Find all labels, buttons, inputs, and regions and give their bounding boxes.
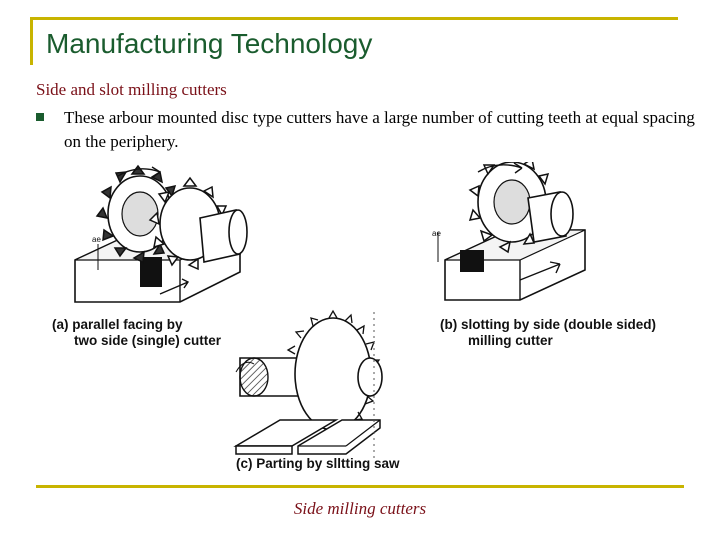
bullet-square-icon (36, 113, 44, 121)
figure-caption: Side milling cutters (293, 499, 427, 518)
title-frame-left-rule (30, 17, 33, 65)
caption-b-line-1: (b) slotting by side (double sided) (440, 317, 656, 332)
milling-cutters-figure: ae (a) parallel facing by two side (sing… (52, 162, 656, 471)
illustration-b-slotting: ae (432, 162, 586, 301)
bullet-text: These arbour mounted disc type cutters h… (64, 108, 695, 151)
section-subheading: Side and slot milling cutters (36, 80, 227, 99)
caption-b-line-2: milling cutter (468, 333, 554, 348)
caption-a-line-2: two side (single) cutter (74, 333, 222, 348)
caption-a-line-1: (a) parallel facing by (52, 317, 183, 332)
slide-title: Manufacturing Technology (46, 28, 373, 59)
svg-text:ae: ae (92, 235, 101, 244)
caption-c: (c) Parting by slltting saw (236, 456, 400, 471)
footer-rule (36, 485, 684, 488)
title-frame-top-rule (30, 17, 678, 20)
illustration-a-parallel-facing: ae (74, 164, 248, 303)
illustration-c-parting-saw (233, 309, 383, 462)
svg-text:ae: ae (432, 229, 441, 238)
